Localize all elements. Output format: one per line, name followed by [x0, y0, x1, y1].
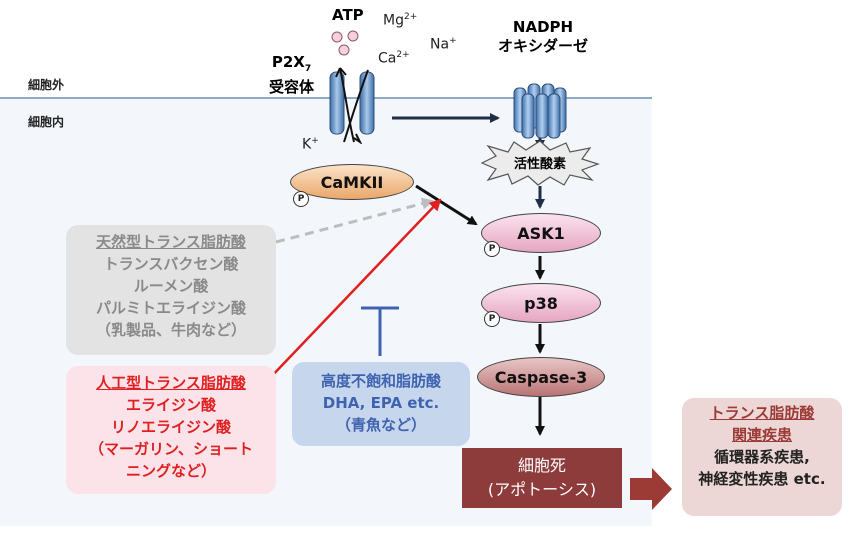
artificial-tfa-item: リノエライジン酸: [110, 418, 231, 436]
natural-tfa-arrow: [275, 197, 434, 244]
natural-tfa-item: （乳製品、牛肉など）: [95, 321, 246, 339]
extracellular-label: 細胞外: [28, 78, 65, 92]
artificial-tfa-arrow: [267, 198, 442, 381]
disease-item: 神経変性疾患 etc.: [698, 470, 826, 488]
na-ion-label: Na+: [430, 36, 457, 53]
pufa-box: 高度不飽和脂肪酸 DHA, EPA etc. （青魚など）: [292, 362, 470, 446]
artificial-tfa-title: 人工型トランス脂肪酸: [96, 374, 246, 392]
disease-item: 循環器系疾患,: [714, 448, 810, 466]
camkii-phospho-mark: P: [293, 191, 309, 207]
p38-node: p38: [481, 283, 601, 323]
natural-tfa-item: トランスバクセン酸: [103, 255, 239, 273]
k-ion-label: K+: [302, 136, 319, 153]
disease-title-line2: 関連疾患: [731, 426, 792, 444]
artificial-tfa-item: エライジン酸: [125, 396, 216, 414]
atp-molecules-icon: [331, 30, 359, 56]
intracellular-label: 細胞内: [28, 115, 65, 129]
camkii-to-ask1-arrow: [415, 184, 478, 226]
disease-title-line1: トランス脂肪酸: [709, 404, 815, 422]
natural-tfa-box: 天然型トランス脂肪酸 トランスバクセン酸 ルーメン酸 パルミトエライジン酸 （乳…: [66, 225, 276, 355]
p38-phospho-mark: P: [484, 311, 500, 327]
natural-tfa-item: パルミトエライジン酸: [95, 299, 246, 317]
ca-ion-label: Ca2+: [378, 50, 410, 67]
ask1-phospho-mark: P: [484, 241, 500, 257]
ros-burst-icon: [480, 140, 600, 186]
artificial-tfa-item: （マーガリン、ショート: [88, 440, 254, 458]
ask1-node: ASK1: [481, 213, 601, 253]
pufa-title: 高度不飽和脂肪酸: [320, 372, 441, 390]
caspase3-node: Caspase-3: [477, 357, 605, 397]
natural-tfa-title: 天然型トランス脂肪酸: [96, 233, 246, 251]
cell-membrane: [0, 97, 652, 99]
artificial-tfa-item: ニングなど）: [125, 462, 216, 480]
camkii-node: CaMKII: [290, 164, 414, 200]
nadph-oxidase-icon: [513, 83, 567, 139]
artificial-tfa-box: 人工型トランス脂肪酸 エライジン酸 リノエライジン酸 （マーガリン、ショート ニ…: [66, 366, 276, 494]
apoptosis-label: (アポトーシス): [487, 480, 597, 499]
ros-label: 活性酸素: [513, 157, 566, 172]
p2x7-receptor-label: P2X7 受容体: [269, 53, 315, 96]
atp-label: ATP: [332, 6, 364, 24]
cell-death-label: 細胞死: [517, 456, 566, 475]
disease-box: トランス脂肪酸 関連疾患 循環器系疾患, 神経変性疾患 etc.: [682, 398, 842, 516]
mg-ion-label: Mg2+: [383, 12, 418, 29]
pufa-item: （青魚など）: [335, 416, 426, 434]
p2x7-channel-icon: [329, 67, 375, 144]
death-to-disease-arrow: [630, 468, 672, 510]
natural-tfa-item: ルーメン酸: [133, 277, 209, 295]
cell-death-box: 細胞死 (アポトーシス): [462, 448, 622, 508]
pufa-item: DHA, EPA etc.: [322, 394, 440, 412]
